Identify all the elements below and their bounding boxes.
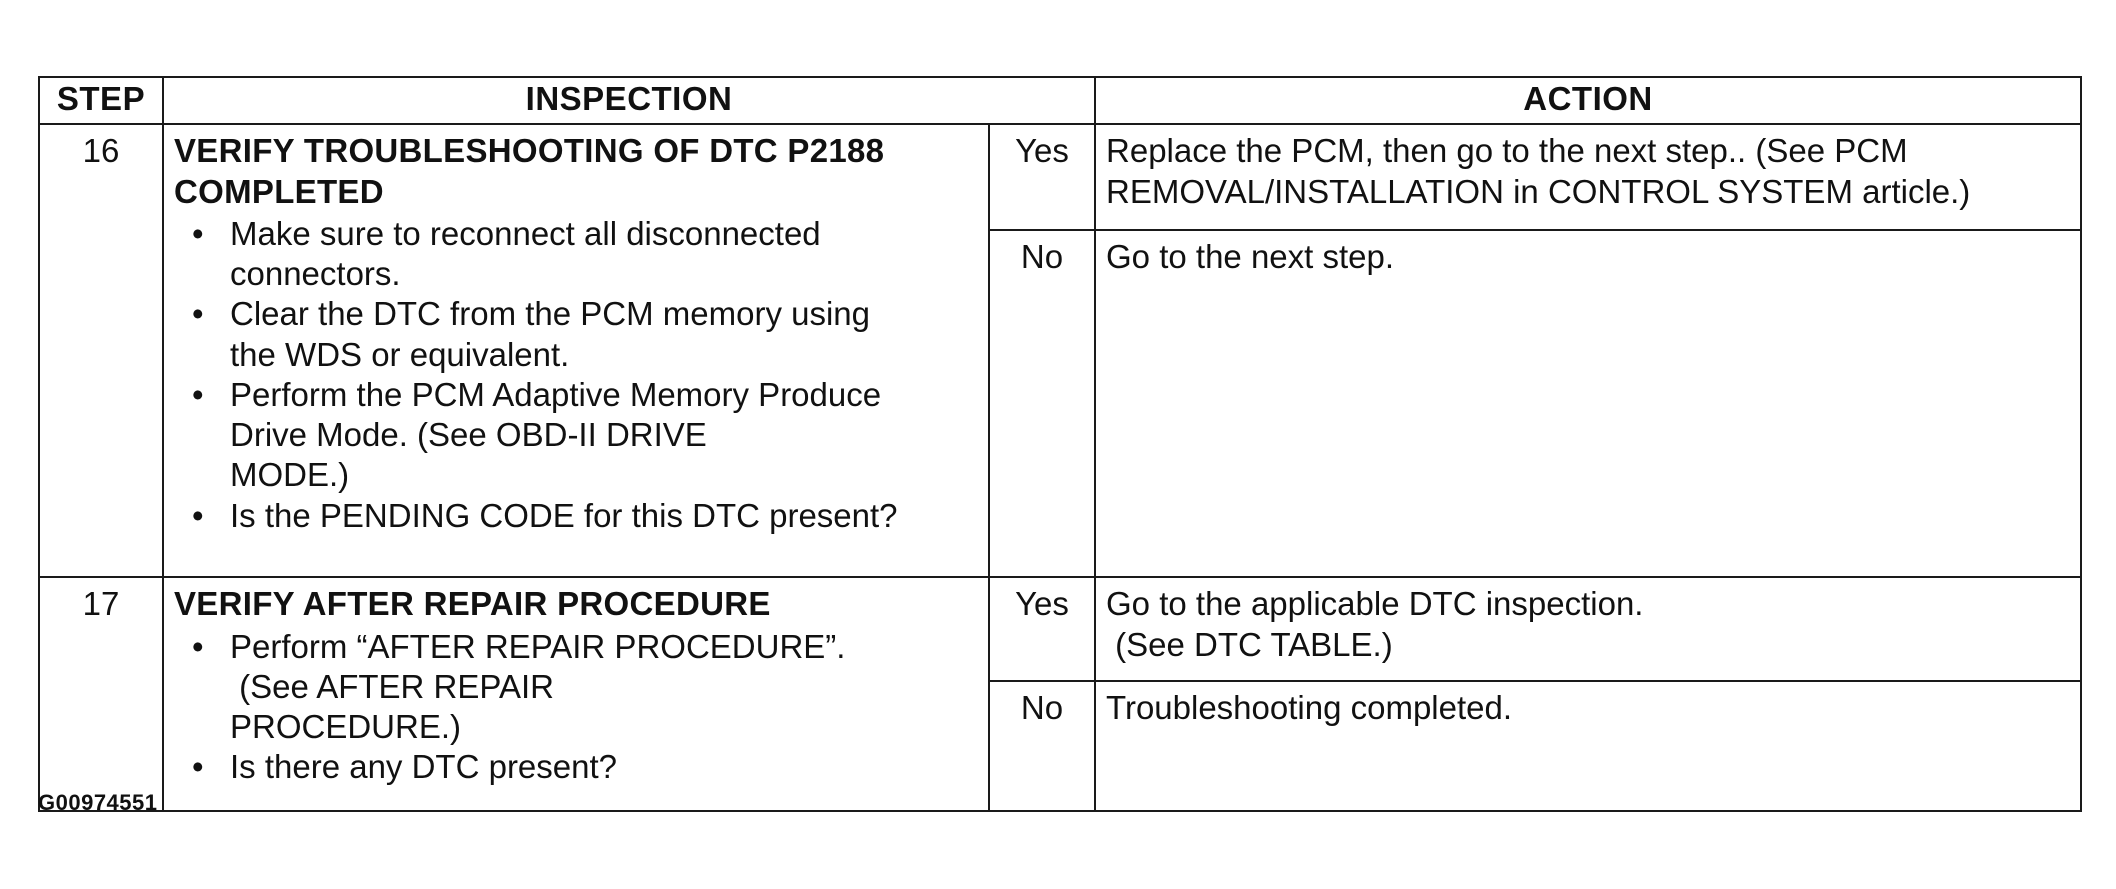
no-action: Troubleshooting completed.: [1094, 680, 2082, 813]
diagnostic-procedure-page: STEP INSPECTION ACTION 16 VERIFY TROUBLE…: [38, 75, 2082, 813]
yes-action: Go to the applicable DTC inspection. (Se…: [1094, 576, 2082, 683]
list-item: • Is the PENDING CODE for this DTC prese…: [174, 496, 978, 536]
no-label: No: [987, 680, 1097, 813]
no-action: Go to the next step.: [1094, 229, 2082, 579]
inspection-cell: VERIFY TROUBLESHOOTING OF DTC P2188 COMP…: [162, 123, 990, 579]
inspection-bullets: • Perform “AFTER REPAIR PROCEDURE”. (See…: [174, 627, 978, 788]
bullet-icon: •: [192, 214, 204, 252]
list-item: • Make sure to reconnect all disconnecte…: [192, 214, 821, 292]
header-step: STEP: [38, 75, 164, 126]
diagnostic-table: STEP INSPECTION ACTION 16 VERIFY TROUBLE…: [38, 75, 2082, 813]
no-label: No: [987, 229, 1097, 579]
bullet-icon: •: [192, 627, 204, 665]
yes-label: Yes: [987, 576, 1097, 683]
header-inspection: INSPECTION: [161, 75, 1097, 126]
header-action: ACTION: [1094, 75, 2082, 126]
list-item: • Perform the PCM Adaptive Memory Produc…: [192, 375, 882, 494]
inspection-title: VERIFY TROUBLESHOOTING OF DTC P2188 COMP…: [174, 132, 885, 210]
table-header-row: STEP INSPECTION ACTION: [38, 75, 2082, 126]
table-row: No Troubleshooting completed.: [39, 680, 2082, 813]
inspection-cell: VERIFY AFTER REPAIR PROCEDURE • Perform …: [162, 576, 990, 813]
step-number: 17: [38, 576, 164, 813]
bullet-icon: •: [192, 496, 204, 534]
inspection-bullets: • Make sure to reconnect all disconnecte…: [174, 214, 978, 536]
list-item: • Is there any DTC present?: [174, 747, 978, 787]
list-item: • Clear the DTC from the PCM memory usin…: [192, 295, 871, 373]
list-item: • Perform “AFTER REPAIR PROCEDURE”. (See…: [192, 627, 846, 746]
yes-action: Replace the PCM, then go to the next ste…: [1094, 123, 2082, 232]
table-row: 17 VERIFY AFTER REPAIR PROCEDURE • Perfo…: [38, 576, 2082, 813]
bullet-icon: •: [192, 295, 204, 333]
figure-id: G00974551: [38, 790, 158, 815]
bullet-icon: •: [192, 375, 204, 413]
yes-label: Yes: [987, 123, 1097, 232]
step-number: 16: [38, 123, 164, 579]
table-row: No Go to the next step.: [39, 229, 2082, 579]
bullet-icon: •: [192, 748, 204, 786]
table-row: 16 VERIFY TROUBLESHOOTING OF DTC P2188 C…: [38, 123, 2082, 579]
inspection-title: VERIFY AFTER REPAIR PROCEDURE: [174, 585, 771, 623]
